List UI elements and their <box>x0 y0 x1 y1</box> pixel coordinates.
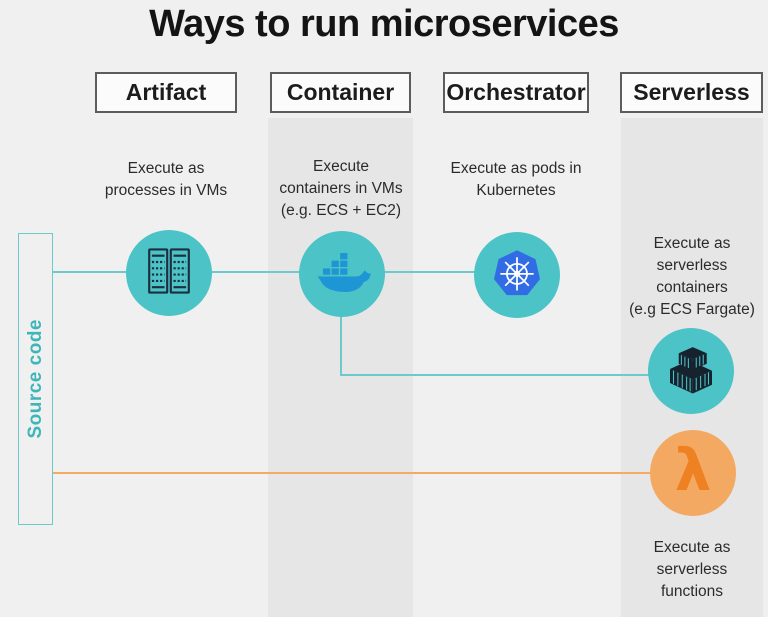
fargate-containers-circle <box>648 328 734 414</box>
source-to-lambda-connector-line <box>53 472 693 474</box>
lambda-icon: λ <box>674 436 712 504</box>
shipping-containers-icon <box>663 341 719 402</box>
page-title: Ways to run microservices <box>149 3 619 45</box>
docker-to-fargate-connector-line <box>340 374 692 376</box>
source-code-label: Source code <box>24 319 46 439</box>
docker-whale-icon <box>313 248 371 301</box>
header-artifact: Artifact <box>95 72 237 113</box>
kubernetes-wheel-icon <box>489 245 545 306</box>
description-serverless-functions: Execute as serverless functions <box>653 539 731 600</box>
docker-branch-vertical-line <box>340 273 342 376</box>
header-orchestrator: Orchestrator <box>443 72 589 113</box>
source-to-orchestrator-connector-line <box>53 271 517 273</box>
description-orchestrator: Execute as pods in Kubernetes <box>450 160 582 199</box>
source-code-box: Source code <box>18 233 53 525</box>
docker-container-circle <box>299 231 385 317</box>
description-container: Execute containers in VMs (e.g. ECS + EC… <box>279 158 403 219</box>
vm-artifact-circle <box>126 230 212 316</box>
header-serverless: Serverless <box>620 72 763 113</box>
server-rack-icon <box>142 244 196 303</box>
description-artifact: Execute as processes in VMs <box>104 160 228 199</box>
lambda-functions-circle: λ <box>650 430 736 516</box>
header-container: Container <box>270 72 411 113</box>
description-serverless-containers: Execute as serverless containers (e.g EC… <box>629 235 755 318</box>
kubernetes-pod-circle <box>474 232 560 318</box>
